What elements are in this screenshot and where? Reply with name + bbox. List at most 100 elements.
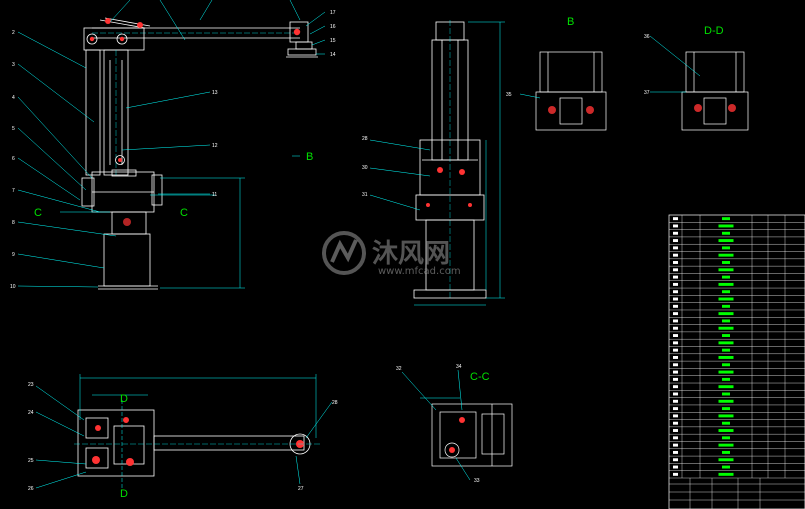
table-cell-mark <box>673 231 678 235</box>
table-cell-mark <box>718 312 734 316</box>
balloon-6: 6 <box>12 156 15 162</box>
table-cell-mark <box>722 246 730 250</box>
table-cell-mark <box>673 443 678 447</box>
balloon-33: 33 <box>474 478 480 484</box>
balloon-31: 31 <box>362 192 368 198</box>
balloon-28b: 28 <box>332 400 338 406</box>
table-cell-mark <box>722 436 730 440</box>
table-cell-mark <box>722 363 730 367</box>
plan-view-balloons: 23 24 25 26 27 28 D D <box>28 382 338 500</box>
table-cell-mark <box>673 370 678 374</box>
table-cell-mark <box>722 465 730 469</box>
table-cell-mark <box>673 429 678 432</box>
balloon-28: 28 <box>362 136 368 142</box>
table-cell-mark <box>673 334 678 338</box>
balloon-5: 5 <box>12 126 15 132</box>
balloon-12: 12 <box>212 143 218 149</box>
front-view <box>81 17 318 290</box>
table-cell-mark <box>673 348 678 352</box>
balloon-13: 13 <box>212 90 218 96</box>
table-cell-mark <box>673 363 678 367</box>
balloon-27: 27 <box>298 486 304 492</box>
table-cell-mark <box>673 385 678 389</box>
table-cell-mark <box>718 458 734 462</box>
parts-list-table <box>668 214 805 509</box>
table-cell-mark <box>718 268 734 272</box>
table-cell-mark <box>722 392 730 396</box>
balloon-34: 34 <box>456 364 462 370</box>
table-cell-mark <box>718 399 734 403</box>
watermark-url: www.mfcad.com <box>378 266 461 277</box>
table-cell-mark <box>722 290 730 294</box>
table-cell-mark <box>673 472 678 476</box>
table-cell-mark <box>673 297 678 301</box>
balloon-15: 15 <box>330 38 336 44</box>
table-cell-mark <box>718 326 734 330</box>
balloon-2: 2 <box>12 30 15 36</box>
table-cell-mark <box>673 239 678 243</box>
table-cell-mark <box>673 282 678 286</box>
table-cell-mark <box>722 348 730 352</box>
balloon-14: 14 <box>330 52 336 58</box>
table-cell-mark <box>673 319 678 323</box>
table-cell-mark <box>722 450 730 454</box>
table-cell-mark <box>673 355 678 359</box>
table-cell-mark <box>718 224 734 228</box>
brand-logo-icon <box>322 231 366 275</box>
plan-view-dimensions <box>35 374 333 489</box>
plan-view <box>74 409 320 477</box>
balloon-3: 3 <box>12 62 15 68</box>
front-view-dimensions <box>60 177 245 289</box>
balloon-26: 26 <box>28 486 34 492</box>
table-cell-mark <box>673 326 678 330</box>
balloon-32: 32 <box>396 366 402 372</box>
table-cell-mark <box>673 414 678 418</box>
view-cc-leaders <box>401 369 471 481</box>
side-view-dimensions <box>369 21 505 306</box>
table-cell-mark <box>673 465 678 469</box>
watermark: 沐风网 www.mfcad.com <box>322 231 461 277</box>
view-cc <box>431 403 513 467</box>
view-label-c-right: C <box>180 207 188 219</box>
balloon-23: 23 <box>28 382 34 388</box>
table-cell-mark <box>722 407 730 411</box>
table-cell-mark <box>673 450 678 454</box>
view-label-d-bottom: D <box>120 488 128 500</box>
balloon-11: 11 <box>212 192 217 198</box>
table-cell-mark <box>673 290 678 294</box>
table-cell-mark <box>718 239 734 243</box>
view-label-b: B <box>567 16 574 28</box>
table-cell-mark <box>673 407 678 411</box>
table-cell-mark <box>722 217 730 221</box>
balloon-17: 17 <box>330 10 336 16</box>
table-cell-mark <box>722 377 730 381</box>
balloon-10: 10 <box>10 284 16 290</box>
table-cell-mark <box>718 370 734 374</box>
table-cell-mark <box>722 261 730 264</box>
table-cell-mark <box>673 261 678 264</box>
table-cell-mark <box>673 217 678 221</box>
front-view-balloons: 2 3 4 5 6 7 8 9 10 17 16 15 14 13 12 11 … <box>10 10 336 290</box>
table-cell-mark <box>673 312 678 316</box>
table-cell-mark <box>673 421 678 425</box>
view-label-d-top: D <box>120 393 128 405</box>
table-cell-mark <box>673 458 678 462</box>
table-cell-mark <box>722 304 730 308</box>
view-label-dd: D-D <box>704 25 724 37</box>
front-view-leaders <box>17 0 326 288</box>
table-cell-mark <box>673 268 678 272</box>
table-cell-mark <box>722 334 730 338</box>
table-cell-mark <box>718 414 734 418</box>
table-cell-mark <box>673 275 678 279</box>
balloon-9: 9 <box>12 252 15 258</box>
table-cell-mark <box>718 355 734 359</box>
table-cell-mark <box>673 399 678 403</box>
table-cell-mark <box>718 253 734 257</box>
table-cell-mark <box>673 436 678 440</box>
table-cell-mark <box>718 443 734 447</box>
table-cell-mark <box>722 421 730 425</box>
table-cell-mark <box>673 304 678 308</box>
table-cell-mark <box>722 231 730 235</box>
table-cell-mark <box>673 246 678 250</box>
